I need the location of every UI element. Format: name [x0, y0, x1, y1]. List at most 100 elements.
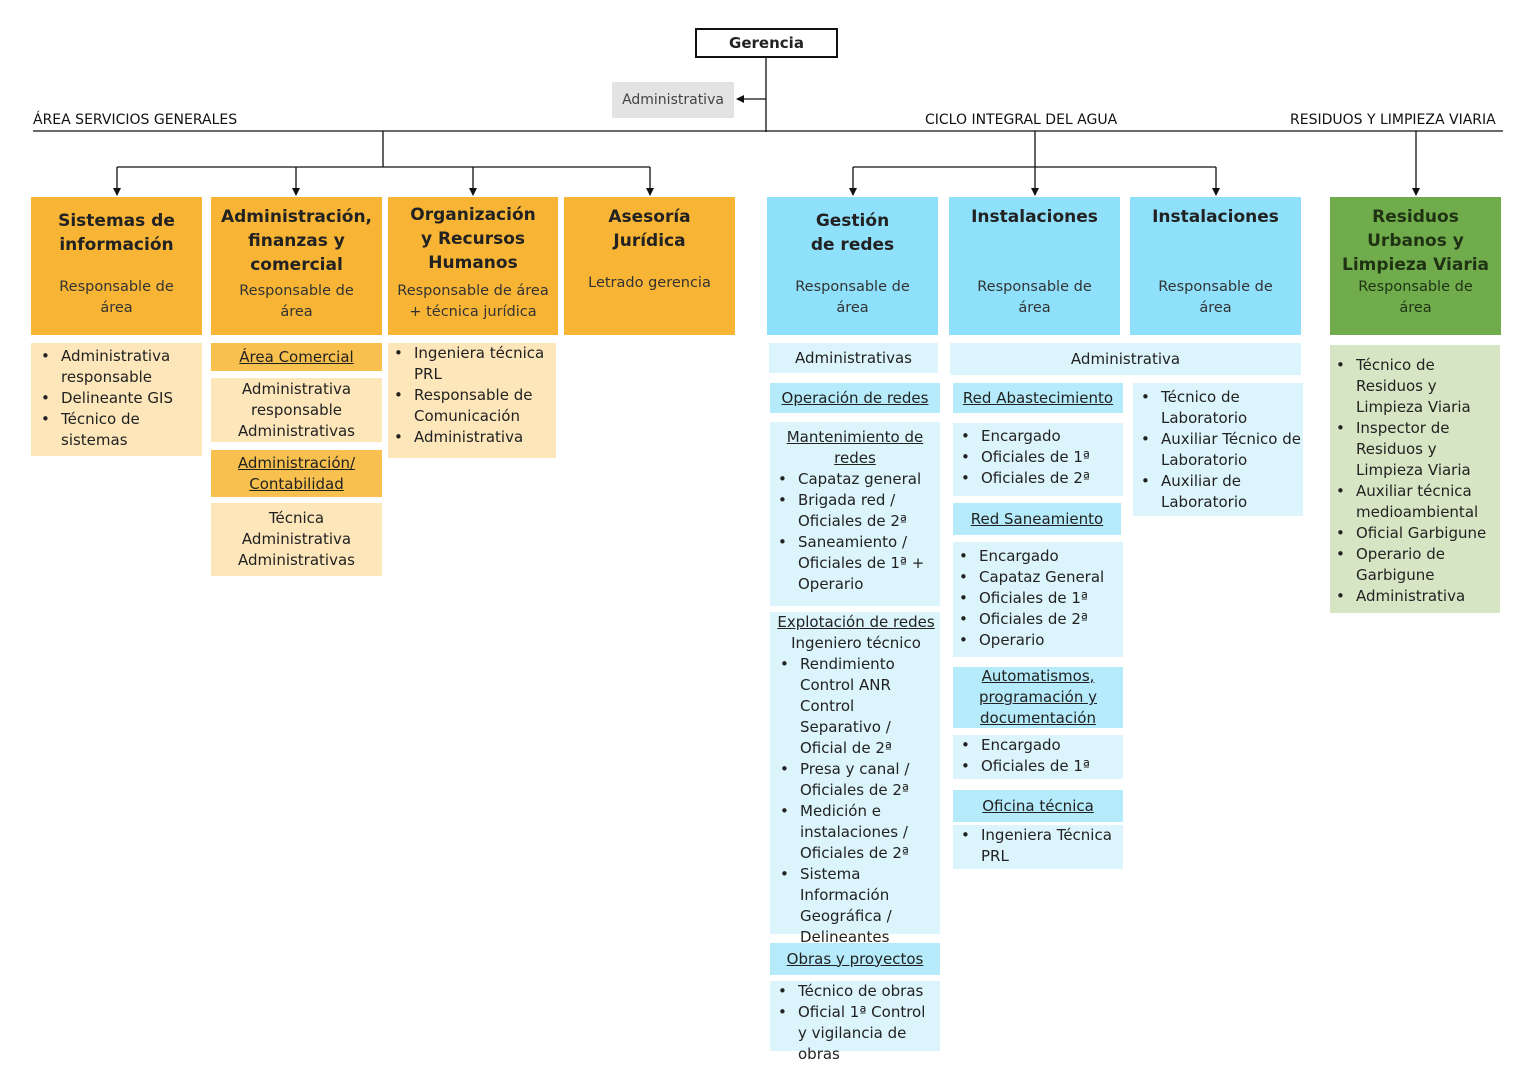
list-item: Auxiliar Técnico de Laboratorio: [1141, 429, 1306, 471]
residuos-title: Residuos Urbanos y Limpieza Viaria: [1341, 207, 1490, 275]
list-item: Administrativa: [394, 427, 549, 448]
list-item: Técnico de Laboratorio: [1141, 387, 1306, 429]
list-item: Auxiliar de Laboratorio: [1141, 471, 1306, 513]
list-item: Operario de Garbigune: [1336, 544, 1488, 586]
obras-label: Obras y proyectos: [770, 943, 940, 975]
instalaciones-2-title: Instalaciones: [1152, 207, 1279, 227]
list-item: Ingeniera Técnica PRL: [961, 825, 1116, 867]
list-item: Brigada red / Oficiales de 2ª: [778, 490, 928, 532]
automatismos-box: Encargado Oficiales de 1ª: [953, 735, 1123, 779]
staff-line: responsable: [250, 400, 342, 419]
sistemas-title: Sistemas de información: [58, 211, 175, 255]
sistemas-subtitle: Responsable de área: [59, 279, 174, 316]
section-residuos: RESIDUOS Y LIMPIEZA VIARIA: [1290, 112, 1496, 128]
administracion-title: Administración, finanzas y comercial: [220, 207, 373, 275]
instalaciones-admin-box: Administrativa: [950, 343, 1301, 375]
list-item: Oficiales de 1ª: [959, 588, 1119, 609]
administrativa-gerencia-box: Administrativa: [612, 82, 734, 118]
list-item: Saneamiento / Oficiales de 1ª + Operario: [778, 532, 928, 595]
explotacion-intro: Ingeniero técnico: [791, 634, 921, 652]
instalaciones-1-title: Instalaciones: [971, 207, 1098, 227]
automatismos-label: Automatismos, programación y documentaci…: [953, 667, 1123, 728]
staff-line: Administrativa: [241, 379, 352, 398]
residuos-header: Residuos Urbanos y Limpieza Viaria Respo…: [1330, 197, 1501, 335]
list-item: Rendimiento Control ANR Control Separati…: [780, 654, 938, 759]
administracion-subtitle: Responsable de área: [239, 283, 354, 320]
list-item: Capataz general: [778, 469, 928, 490]
gestion-admin-label: Administrativas: [795, 348, 912, 367]
red-abastecimiento-label: Red Abastecimiento: [953, 383, 1123, 413]
list-item: Inspector de Residuos y Limpieza Viaria: [1336, 418, 1488, 481]
gestion-admin-box: Administrativas: [769, 343, 938, 373]
gestion-subtitle: Responsable de área: [795, 279, 910, 316]
instalaciones-1-header: Instalaciones Responsable de área: [949, 197, 1120, 335]
sistemas-header: Sistemas de información Responsable de á…: [31, 197, 202, 335]
list-item: Medición e instalaciones / Oficiales de …: [780, 801, 938, 864]
laboratorio-box: Técnico de Laboratorio Auxiliar Técnico …: [1133, 383, 1303, 516]
asesoria-header: Asesoría Jurídica Letrado gerencia: [564, 197, 735, 335]
administrativa-gerencia-label: Administrativa: [622, 92, 724, 108]
explotacion-box: Explotación de redes Ingeniero técnico R…: [770, 612, 940, 946]
list-item: Ingeniera técnica PRL: [394, 343, 549, 385]
sistemas-staff-box: Administrativa responsable Delineante GI…: [31, 343, 202, 456]
area-comercial-staff-box: Administrativa responsable Administrativ…: [211, 378, 382, 442]
residuos-staff-box: Técnico de Residuos y Limpieza Viaria In…: [1330, 345, 1500, 613]
explotacion-label: Explotación de redes: [777, 613, 935, 631]
gerencia-box: Gerencia: [695, 28, 838, 58]
list-item: Encargado: [959, 546, 1119, 567]
staff-line: Administrativa: [241, 530, 352, 548]
instalaciones-1-subtitle: Responsable de área: [977, 279, 1092, 316]
contabilidad-staff-box: Técnica Administrativa Administrativas: [211, 503, 382, 576]
list-item: Oficiales de 2ª: [959, 609, 1119, 630]
list-item: Delineante GIS: [41, 388, 191, 409]
list-item: Oficiales de 1ª: [961, 756, 1119, 777]
mantenimiento-label: Mantenimiento de redes: [786, 428, 924, 467]
section-servicios-generales: ÁREA SERVICIOS GENERALES: [33, 112, 238, 128]
list-item: Encargado: [961, 426, 1119, 447]
staff-line: Técnica: [268, 509, 325, 527]
list-item: Administrativa: [1336, 586, 1488, 607]
list-item: Administrativa responsable: [41, 346, 191, 388]
list-item: Técnico de obras: [778, 981, 938, 1002]
staff-line: Administrativas: [238, 551, 355, 569]
red-saneamiento-label: Red Saneamiento: [953, 503, 1121, 535]
asesoria-subtitle: Letrado gerencia: [588, 275, 711, 291]
organizacion-header: Organización y Recursos Humanos Responsa…: [388, 197, 558, 335]
list-item: Oficiales de 1ª: [961, 447, 1119, 468]
list-item: Oficial 1ª Control y vigilancia de obras: [778, 1002, 938, 1065]
asesoria-title: Asesoría Jurídica: [608, 207, 691, 251]
list-item: Capataz General: [959, 567, 1119, 588]
red-saneamiento-box: Encargado Capataz General Oficiales de 1…: [953, 542, 1123, 657]
list-item: Encargado: [961, 735, 1119, 756]
list-item: Oficiales de 2ª: [961, 468, 1119, 489]
list-item: Sistema Información Geográfica / Delinea…: [780, 864, 938, 948]
contabilidad-label: Administración/ Contabilidad: [211, 450, 382, 497]
automatismos-label-text: Automatismos, programación y documentaci…: [979, 667, 1097, 727]
contabilidad-label-text: Administración/ Contabilidad: [237, 453, 356, 493]
list-item: Técnico de sistemas: [41, 409, 191, 451]
red-abastecimiento-box: Encargado Oficiales de 1ª Oficiales de 2…: [953, 423, 1123, 496]
administracion-header: Administración, finanzas y comercial Res…: [211, 197, 382, 335]
gerencia-label: Gerencia: [729, 34, 804, 52]
list-item: Responsable de Comunicación: [394, 385, 549, 427]
gestion-title: Gestión de redes: [810, 211, 895, 255]
organizacion-subtitle: Responsable de área + técnica jurídica: [397, 283, 549, 320]
organizacion-title: Organización y Recursos Humanos: [410, 205, 536, 273]
instalaciones-2-subtitle: Responsable de área: [1158, 279, 1273, 316]
residuos-subtitle: Responsable de área: [1358, 279, 1473, 316]
list-item: Oficial Garbigune: [1336, 523, 1488, 544]
instalaciones-admin-label: Administrativa: [1070, 349, 1181, 368]
gestion-header: Gestión de redes Responsable de área: [767, 197, 938, 335]
oficina-tecnica-label: Oficina técnica: [953, 790, 1123, 822]
instalaciones-2-header: Instalaciones Responsable de área: [1130, 197, 1301, 335]
organizacion-staff-box: Ingeniera técnica PRL Responsable de Com…: [388, 343, 556, 458]
operacion-redes-label: Operación de redes: [770, 383, 940, 413]
mantenimiento-box: Mantenimiento de redes Capataz general B…: [770, 422, 940, 606]
list-item: Presa y canal / Oficiales de 2ª: [780, 759, 938, 801]
staff-line: Administrativas: [238, 421, 355, 440]
section-ciclo-agua: CICLO INTEGRAL DEL AGUA: [925, 112, 1118, 128]
oficina-tecnica-box: Ingeniera Técnica PRL: [953, 825, 1123, 869]
list-item: Operario: [959, 630, 1119, 651]
list-item: Técnico de Residuos y Limpieza Viaria: [1336, 355, 1488, 418]
